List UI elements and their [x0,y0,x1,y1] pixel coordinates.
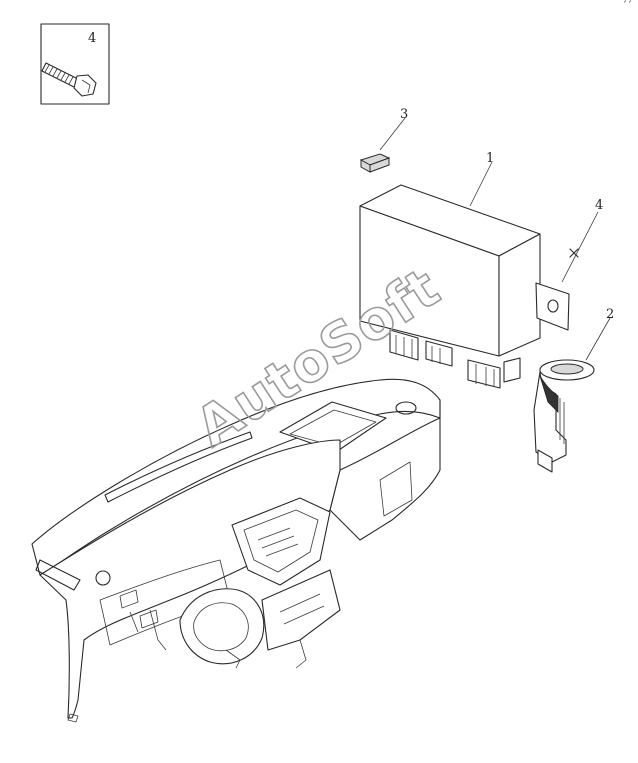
screw-mark-icon [569,248,579,258]
callout-clip: 3 [400,107,408,122]
leader-module [469,161,493,207]
callout-module: 1 [486,151,494,166]
clip-part: 3 [359,107,408,173]
callout-inset-bolt: 4 [88,31,96,46]
leader-clip [379,117,406,151]
key-reader: 2 [533,307,614,473]
instrument-panel [31,378,441,723]
mounting-bracket [535,282,570,331]
inset-frame [40,23,110,105]
callout-bracket-screw: 4 [595,198,603,213]
callout-key-reader: 2 [606,307,614,322]
connector-c [467,359,501,389]
control-module: 1 [359,151,570,389]
connector-d [503,357,521,383]
connector-b [425,340,453,367]
inset-bolt-box: 4 [40,23,110,105]
bracket-hole [547,299,559,313]
corner-mark: ´´ [622,1,632,12]
leader-bracket-screw [561,211,599,283]
bracket-screw: 4 [561,198,603,283]
key-reader-plug [537,449,553,473]
leader-key-reader [585,317,611,361]
bolt-icon [41,62,97,97]
